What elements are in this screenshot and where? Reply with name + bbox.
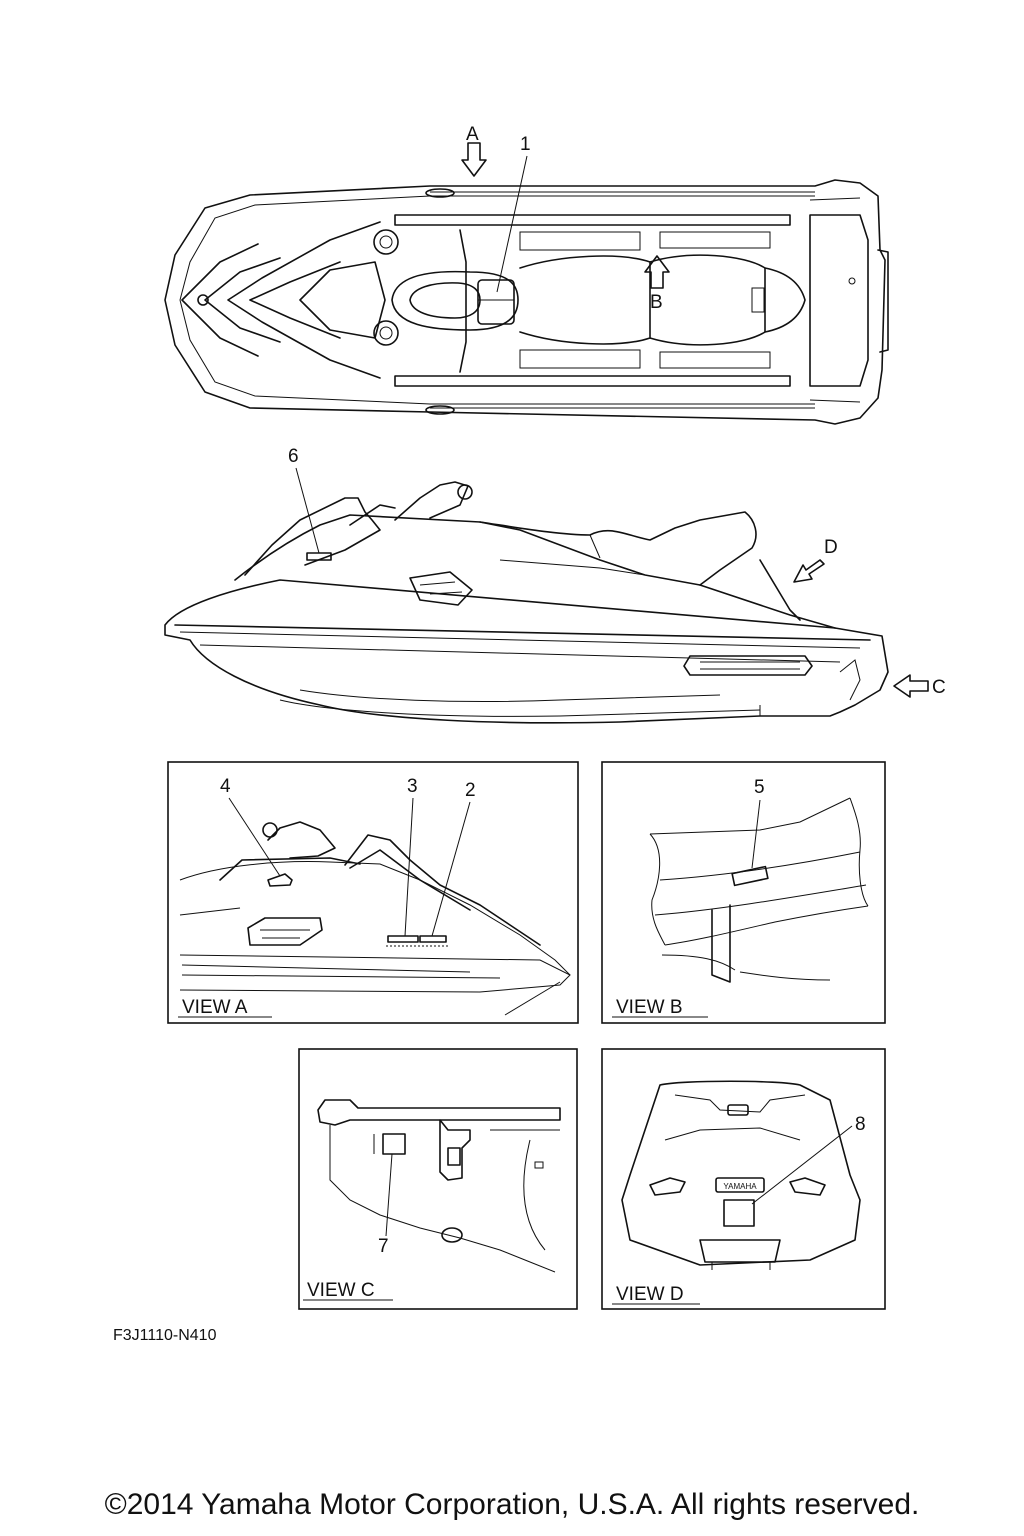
leader-7 — [385, 1153, 393, 1237]
leader-3 — [404, 797, 414, 937]
leader-1 — [496, 155, 528, 293]
yamaha-badge-text: YAMAHA — [723, 1182, 757, 1191]
callout-A: A — [466, 124, 479, 145]
callout-C: C — [932, 677, 946, 698]
callout-D: D — [824, 537, 838, 558]
callout-2: 2 — [465, 780, 476, 801]
callout-4: 4 — [220, 776, 231, 797]
view-d-arrow: D — [793, 537, 838, 583]
callout-7: 7 — [378, 1236, 389, 1257]
view-c-panel: VIEW C — [298, 1048, 578, 1310]
leader-8 — [751, 1125, 853, 1205]
leader-5 — [751, 799, 761, 869]
side-view-watercraft — [164, 481, 889, 724]
view-a-panel: VIEW A — [167, 761, 579, 1024]
view-d-panel: YAMAHA VIEW D — [601, 1048, 886, 1310]
view-a-arrow: A — [461, 124, 487, 177]
callout-6: 6 — [288, 446, 299, 467]
callout-3: 3 — [407, 776, 418, 797]
view-b-panel: VIEW B — [601, 761, 886, 1024]
view-b-arrow: B — [644, 255, 670, 313]
top-view-watercraft — [164, 179, 889, 425]
leader-6 — [295, 467, 320, 554]
leader-4 — [228, 797, 281, 877]
view-d-label: VIEW D — [616, 1284, 684, 1305]
callout-1: 1 — [520, 134, 531, 155]
callout-5: 5 — [754, 777, 765, 798]
view-a-label: VIEW A — [182, 997, 248, 1018]
view-b-label: VIEW B — [616, 997, 683, 1018]
copyright-notice: ©2014 Yamaha Motor Corporation, U.S.A. A… — [104, 1488, 920, 1521]
callout-8: 8 — [855, 1114, 866, 1135]
view-c-label: VIEW C — [307, 1280, 375, 1301]
callout-B: B — [650, 292, 663, 313]
view-c-arrow: C — [893, 674, 946, 698]
diagram-code: F3J1110-N410 — [113, 1327, 217, 1344]
leader-2 — [431, 801, 471, 937]
